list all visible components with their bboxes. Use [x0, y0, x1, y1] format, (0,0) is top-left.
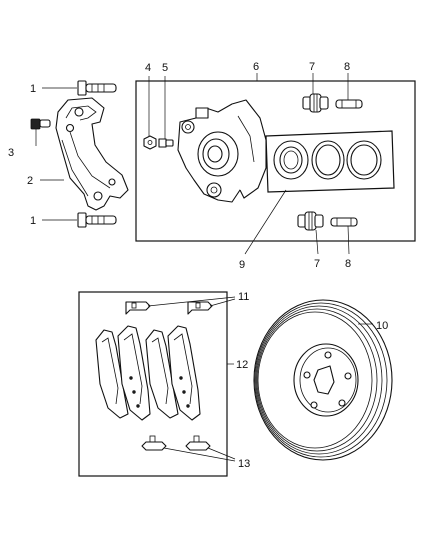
anti-rattle-clip-top-right [187, 301, 213, 315]
brake-pad-inner-right [145, 329, 179, 419]
callout-4: 4 [145, 62, 151, 74]
caliper-bolt-bottom [77, 212, 117, 228]
anti-rattle-clip-top-left [125, 301, 151, 315]
caliper-adapter-bracket [55, 97, 129, 211]
callout-11: 11 [238, 291, 249, 303]
callout-7-bottom: 7 [314, 258, 320, 270]
callout-5: 5 [162, 62, 168, 74]
callout-10: 10 [376, 320, 388, 332]
callout-2: 2 [27, 175, 33, 187]
brake-pad-kit-frame [78, 291, 228, 477]
anti-rattle-clip-bottom-right [185, 435, 211, 451]
callout-13: 13 [238, 458, 250, 470]
brake-pad-outer-right [167, 325, 201, 421]
guide-pin-upper [335, 99, 363, 109]
bleeder-cap [143, 135, 157, 150]
brake-pad-outer-left [117, 325, 151, 421]
callout-1-top: 1 [30, 83, 36, 95]
guide-pin-lower [330, 217, 358, 227]
caliper-bolt-top [77, 80, 117, 96]
callout-6: 6 [253, 61, 259, 73]
brake-pad-inner-left [95, 329, 129, 419]
callout-12: 12 [236, 359, 248, 371]
piston-seal-kit [265, 130, 395, 193]
callout-1-bottom: 1 [30, 215, 36, 227]
caliper-group-frame [135, 80, 416, 242]
callout-8-top: 8 [344, 61, 350, 73]
bleeder-screw [30, 118, 51, 130]
callout-8-bottom: 8 [345, 258, 351, 270]
guide-pin-boot-lower [297, 211, 324, 231]
caliper-housing [177, 99, 267, 203]
callout-3: 3 [8, 147, 14, 159]
brake-rotor [253, 299, 393, 461]
anti-rattle-clip-bottom-left [141, 435, 167, 451]
guide-pin-boot-upper [302, 93, 329, 113]
callout-7-top: 7 [309, 61, 315, 73]
callout-9: 9 [239, 259, 245, 271]
bleeder-valve [158, 138, 174, 148]
